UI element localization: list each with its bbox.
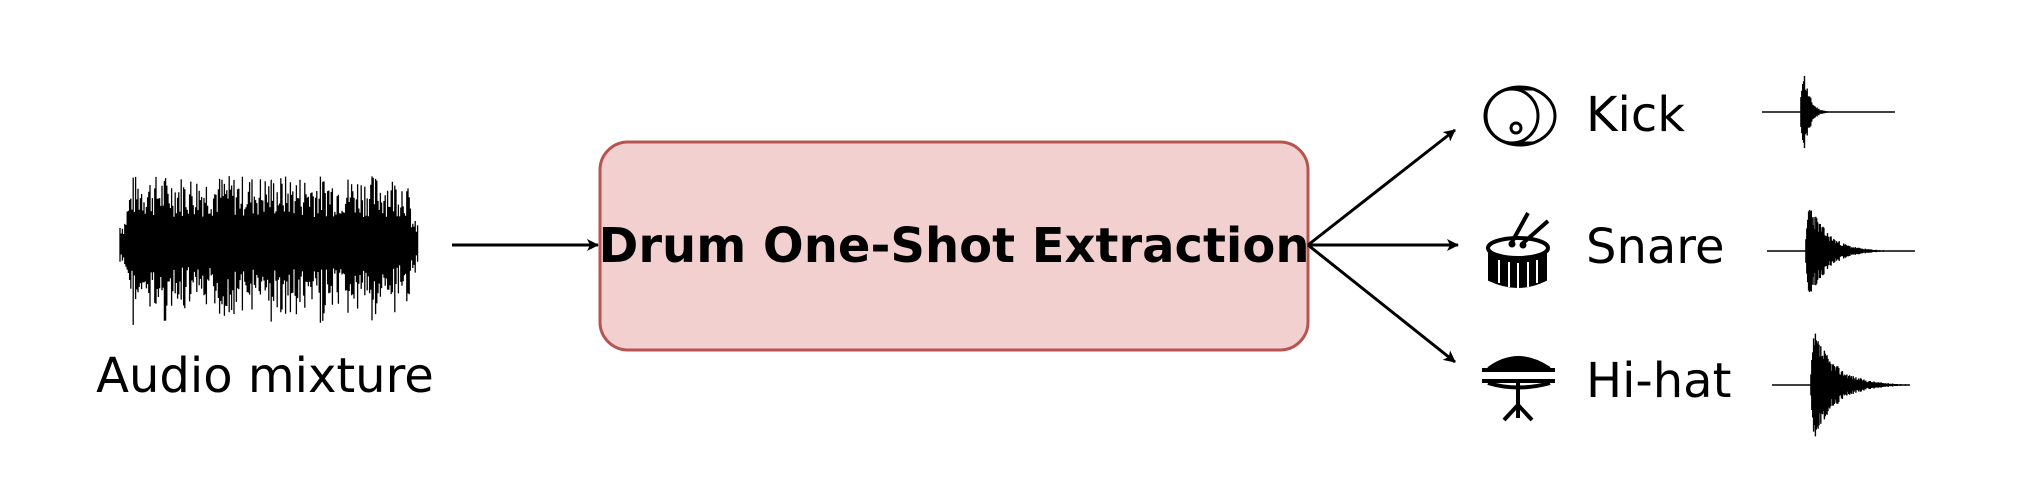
hi-hat-icon — [1482, 356, 1555, 422]
arrow-to-kick — [1307, 128, 1456, 247]
hihat-waveform — [1772, 333, 1910, 437]
arrow-to-hihat — [1307, 243, 1456, 364]
mixture-waveform — [119, 176, 419, 325]
kick-drum-icon — [1483, 85, 1557, 147]
output-label-hihat: Hi-hat — [1586, 353, 1731, 409]
snare-drum-icon — [1486, 212, 1550, 288]
output-label-snare: Snare — [1586, 219, 1725, 275]
input-label: Audio mixture — [96, 348, 434, 404]
kick-waveform — [1762, 75, 1895, 149]
output-label-kick: Kick — [1586, 87, 1685, 143]
snare-waveform — [1767, 209, 1915, 293]
process-label: Drum One-Shot Extraction — [599, 218, 1310, 274]
